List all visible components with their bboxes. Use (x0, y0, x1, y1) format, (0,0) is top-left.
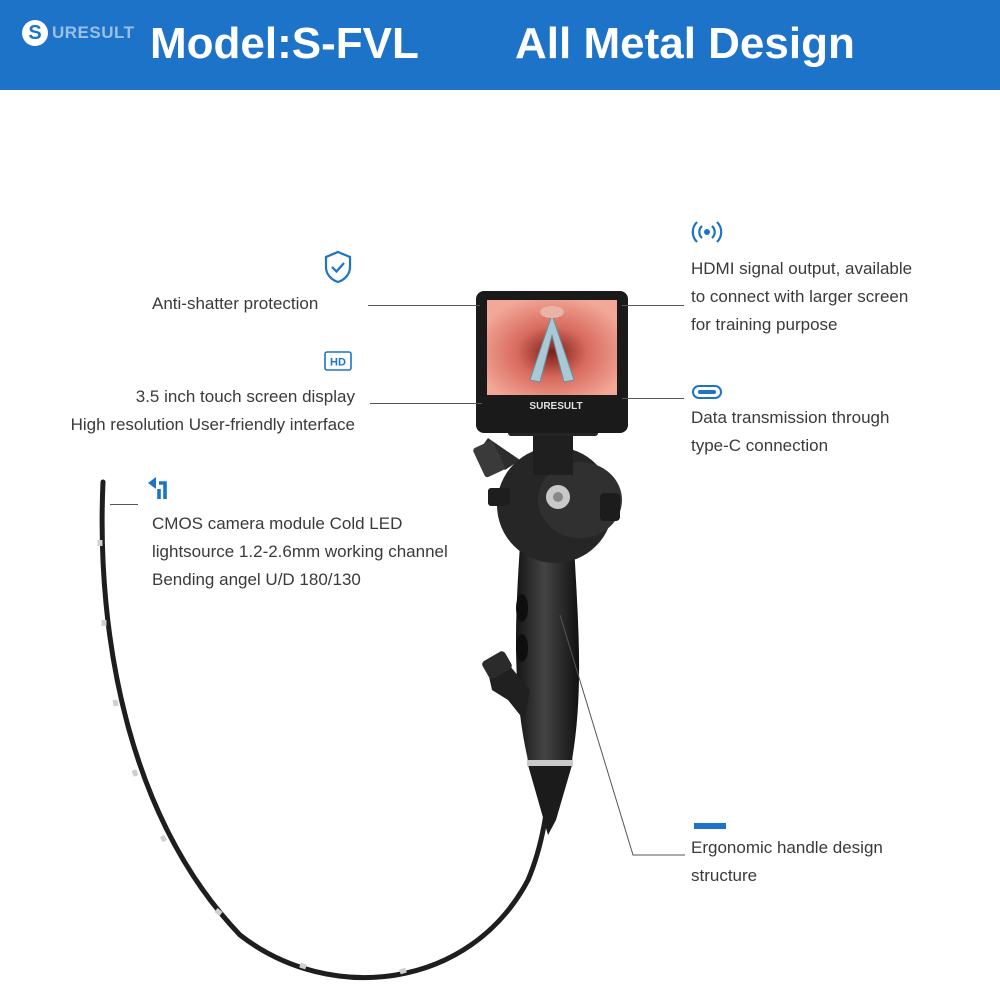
hdmi-line-2: to connect with larger screen (691, 287, 909, 306)
strain-relief (528, 765, 572, 835)
grip-notch (516, 594, 528, 622)
leader-line-camera (110, 504, 138, 505)
anti-shatter-label: Anti-shatter protection (152, 294, 319, 313)
model-title: Model:S-FVL (150, 19, 419, 68)
hdmi-line-1: HDMI signal output, available (691, 259, 913, 278)
hdmi-label: HDMI signal output, available to connect… (691, 255, 912, 339)
grip-notch (516, 634, 528, 662)
leader-line-screen (370, 403, 482, 404)
header-banner: S URESULT Model:S-FVL All Metal Design (0, 0, 1000, 90)
leader-line-hdmi (622, 305, 684, 306)
handle-grip (516, 545, 580, 760)
typec-line-2: type-C connection (691, 436, 829, 455)
tagline-title: All Metal Design (515, 19, 855, 68)
typec-label: Data transmission through type-C connect… (691, 404, 889, 460)
handle-line-1: Ergonomic handle design (691, 838, 883, 857)
hdmi-line-3: for training purpose (691, 315, 838, 334)
typec-line-1: Data transmission through (691, 408, 890, 427)
camera-line-3: Bending angel U/D 180/130 (152, 570, 361, 589)
wireless-signal-icon (691, 219, 723, 250)
logo-mark: S (22, 20, 48, 46)
logo-text: URESULT (52, 23, 135, 42)
type-c-port-icon (692, 385, 722, 404)
port-cap (482, 651, 512, 679)
side-button (488, 488, 510, 506)
camera-label: CMOS camera module Cold LED lightsource … (152, 510, 448, 594)
hd-icon: HD (324, 351, 352, 376)
camera-line-1: CMOS camera module Cold LED (152, 514, 403, 533)
side-button (600, 493, 620, 521)
brand-logo: S URESULT (22, 18, 135, 48)
handle-label: Ergonomic handle design structure (691, 834, 883, 890)
handle-ring (527, 758, 573, 766)
insertion-tube (99, 479, 555, 981)
leader-line-handle (559, 614, 685, 856)
leader-line-typec (622, 398, 684, 399)
camera-line-2: lightsource 1.2-2.6mm working channel (152, 542, 448, 561)
vocal-cords (529, 313, 575, 383)
tube-markings (97, 540, 407, 975)
device-brand: SURESULT (529, 401, 582, 412)
screen-line-2: High resolution User-friendly interface (70, 415, 355, 434)
screen-label: 3.5 inch touch screen display High resol… (71, 383, 355, 439)
handle-line-2: structure (691, 866, 758, 885)
svg-text:HD: HD (330, 357, 346, 369)
bend-arrow-icon (145, 475, 171, 506)
leader-line-anti-shatter (368, 305, 480, 306)
dash-icon (694, 816, 726, 834)
screen-line-1: 3.5 inch touch screen display (135, 387, 355, 406)
shield-check-icon (323, 250, 353, 289)
